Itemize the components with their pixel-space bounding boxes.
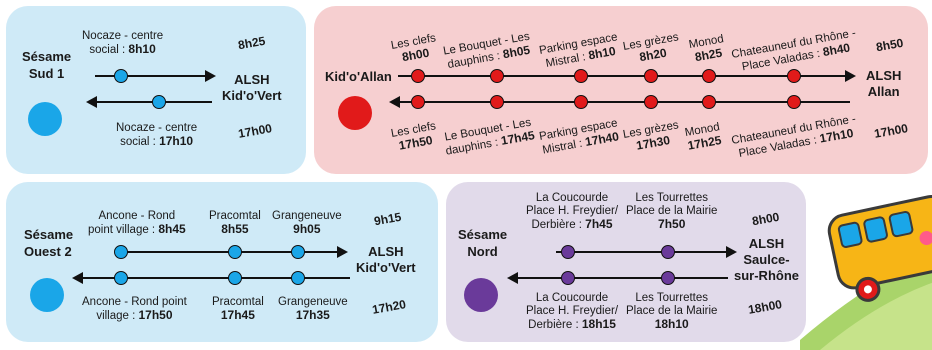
stop-dot	[228, 245, 242, 259]
stop-dot	[787, 95, 801, 109]
route-panel-allan	[314, 6, 928, 174]
outbound-line	[556, 251, 726, 253]
stop-dot	[661, 245, 675, 259]
stop-label: Nocaze - centre social : 8h10	[82, 30, 164, 56]
destination-label: ALSH Saulce- sur-Rhône	[734, 236, 799, 283]
stop-dot	[291, 271, 305, 285]
stop-dot	[291, 245, 305, 259]
arrow-right-icon	[205, 70, 216, 82]
return-line	[398, 101, 850, 103]
arrow-left-icon	[389, 96, 400, 108]
route-panel-nord	[446, 182, 806, 342]
route-name-nord: Sésame Nord	[458, 227, 508, 259]
stop-dot	[644, 95, 658, 109]
stop-dot	[702, 69, 716, 83]
route-name-allan: Kid'o'Allan	[325, 69, 392, 84]
stop-label: Nocaze - centre social : 17h10	[116, 122, 198, 148]
stop-dot	[561, 271, 575, 285]
stop-dot	[114, 271, 128, 285]
stop-dot	[114, 69, 128, 83]
stop-dot	[490, 69, 504, 83]
stop-dot	[644, 69, 658, 83]
stop-dot	[561, 245, 575, 259]
route-color-marker	[338, 96, 372, 130]
route-color-marker	[464, 278, 498, 312]
arrow-right-icon	[337, 246, 348, 258]
stop-dot	[228, 271, 242, 285]
route-name-sud1: Sésame Sud 1	[22, 49, 72, 81]
stop-dot	[411, 69, 425, 83]
stop-dot	[574, 69, 588, 83]
stop-dot	[787, 69, 801, 83]
stop-dot	[152, 95, 166, 109]
outbound-line	[398, 75, 846, 77]
stop-dot	[114, 245, 128, 259]
stop-dot	[702, 95, 716, 109]
destination-label: ALSH Allan	[866, 68, 902, 99]
arrow-left-icon	[507, 272, 518, 284]
outbound-line	[95, 75, 207, 77]
return-line	[80, 277, 350, 279]
stop-dot	[574, 95, 588, 109]
arrow-left-icon	[86, 96, 97, 108]
stop-dot	[490, 95, 504, 109]
route-panel-ouest2	[6, 182, 438, 342]
arrow-left-icon	[72, 272, 83, 284]
arrow-right-icon	[845, 70, 856, 82]
destination-label: ALSH Kid'o'Vert	[222, 72, 282, 103]
stop-dot	[411, 95, 425, 109]
bus-illustration-icon	[800, 195, 932, 350]
arrow-right-icon	[726, 246, 737, 258]
destination-label: ALSH Kid'o'Vert	[356, 244, 416, 275]
route-color-marker	[30, 278, 64, 312]
route-panel-sud1	[6, 6, 306, 174]
route-name-ouest2: Sésame Ouest 2	[24, 227, 74, 259]
stop-dot	[661, 271, 675, 285]
return-line	[516, 277, 728, 279]
route-color-marker	[28, 102, 62, 136]
